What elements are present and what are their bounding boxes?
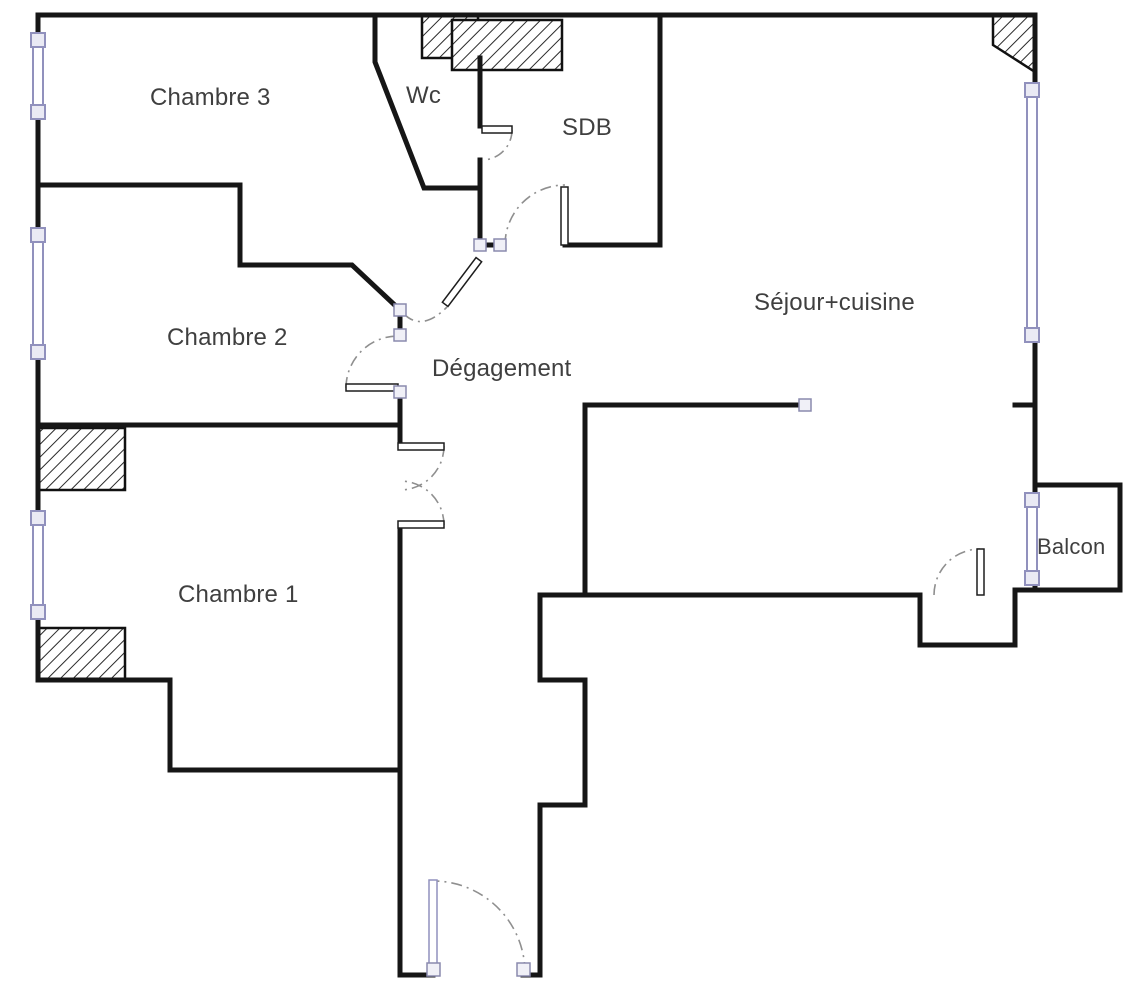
windows xyxy=(30,32,1040,620)
vestibule-door-arc xyxy=(403,306,448,323)
sdb-door-leaf xyxy=(560,186,569,246)
entry-door-leaf xyxy=(428,879,438,974)
entry-door-arc xyxy=(432,880,526,974)
double-door-bottom-arc xyxy=(399,480,445,526)
double-door-top-arc xyxy=(399,445,445,491)
window-end-cap xyxy=(30,344,46,360)
double-door-top-leaf xyxy=(397,442,445,451)
jamb-marker xyxy=(473,238,487,252)
pillar-hatch-left-upper xyxy=(36,426,127,492)
vestibule-door-leaf xyxy=(441,256,483,308)
window-end-cap xyxy=(1024,492,1040,508)
wc-door-leaf xyxy=(481,125,513,134)
balcony-door-leaf xyxy=(976,548,985,596)
room-label-balcon: Balcon xyxy=(1037,534,1106,559)
wall-end-marker xyxy=(798,398,812,412)
window-end-cap xyxy=(1024,327,1040,343)
room-label-degagement: Dégagement xyxy=(432,355,572,382)
duct-hatch-top-right xyxy=(991,13,1037,75)
structural-hatch-blocks xyxy=(36,13,1037,682)
door-jamb-markers xyxy=(393,238,812,977)
window-left-top xyxy=(30,32,46,120)
window-balcony-door xyxy=(1024,492,1040,586)
walls xyxy=(35,12,1123,978)
window-right-sejour xyxy=(1024,82,1040,343)
sdb-door-arc xyxy=(504,184,566,246)
window-end-cap xyxy=(30,227,46,243)
exterior-walls xyxy=(35,12,1123,978)
pillar-hatch-left-lower xyxy=(36,626,127,682)
room-label-chambre-2: Chambre 2 xyxy=(167,324,288,351)
window-end-cap xyxy=(1024,82,1040,98)
window-end-cap xyxy=(1024,570,1040,586)
window-end-cap xyxy=(30,32,46,48)
wc-door-arc xyxy=(481,129,513,161)
room-label-sdb: SDB xyxy=(562,114,612,141)
entry-jamb-marker xyxy=(426,962,441,977)
window-end-cap xyxy=(30,604,46,620)
window-left-middle xyxy=(30,227,46,360)
window-end-cap xyxy=(30,104,46,120)
interior-walls xyxy=(35,12,1038,598)
room-label-chambre-1: Chambre 1 xyxy=(178,581,299,608)
jamb-marker xyxy=(393,328,407,342)
door-leaves xyxy=(345,125,985,974)
room-label-wc: Wc xyxy=(406,82,442,109)
room-label-sejour: Séjour+cuisine xyxy=(754,289,915,316)
jamb-marker xyxy=(393,385,407,399)
room-label-chambre-3: Chambre 3 xyxy=(150,84,271,111)
duct-hatch-top-large xyxy=(450,18,564,72)
double-door-bottom-leaf xyxy=(397,520,445,529)
jamb-marker xyxy=(393,303,407,317)
door-swing-arcs xyxy=(345,129,981,974)
window-left-bottom xyxy=(30,510,46,620)
entry-jamb-marker xyxy=(516,962,531,977)
chambre2-door-arc xyxy=(345,335,399,389)
window-end-cap xyxy=(30,510,46,526)
chambre2-door-leaf xyxy=(345,383,399,392)
jamb-marker xyxy=(493,238,507,252)
balcony-door-arc xyxy=(933,548,981,596)
